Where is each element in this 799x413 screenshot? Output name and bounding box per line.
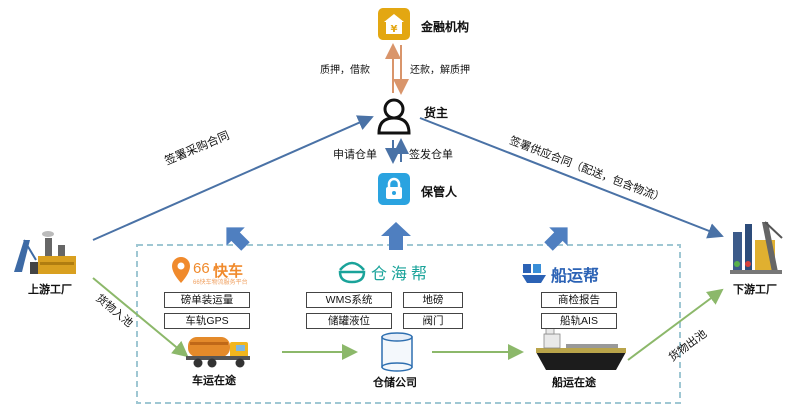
canghaibang-feature-wms: WMS系统 bbox=[306, 292, 392, 308]
issue-receipt-label: 签发仓单 bbox=[409, 149, 453, 161]
platform-border bbox=[136, 244, 681, 404]
arrow-purchase-contract bbox=[92, 115, 374, 241]
finance-institution-label: 金融机构 bbox=[421, 20, 470, 34]
big-arrow-chuanyunbang bbox=[544, 227, 568, 251]
upstream-factory-label: 上游工厂 bbox=[28, 284, 72, 296]
chuanyunbang-logo-text: 船运帮 bbox=[551, 268, 600, 285]
big-arrow-kuaiche bbox=[226, 227, 250, 251]
apply-receipt-label: 申请仓单 bbox=[333, 149, 377, 161]
kuaiche-logo-subtitle: 66快车物流服务平台 bbox=[193, 280, 248, 286]
tanker-ship-icon bbox=[536, 318, 626, 370]
custodian-lock-icon bbox=[378, 173, 410, 205]
svg-text:¥: ¥ bbox=[391, 24, 398, 35]
canghaibang-feature-valve: 阀门 bbox=[403, 313, 463, 329]
warehouse-company-label: 仓储公司 bbox=[373, 377, 417, 389]
kuaiche-logo-number: 66 bbox=[193, 260, 210, 277]
canghaibang-feature-tank-level: 储罐液位 bbox=[306, 313, 392, 329]
kuaiche-logo-icon bbox=[172, 257, 190, 283]
chuanyunbang-feature-ais: 船轨AIS bbox=[541, 313, 617, 329]
downstream-factory-icon bbox=[730, 221, 783, 274]
truck-transit-label: 车运在途 bbox=[192, 375, 236, 387]
kuaiche-feature-weighbill: 磅单装运量 bbox=[164, 292, 250, 308]
storage-tank-icon bbox=[381, 332, 413, 372]
upstream-factory-icon bbox=[14, 231, 76, 274]
repay-release-label: 还款，解质押 bbox=[410, 65, 470, 76]
tanker-truck-icon bbox=[186, 337, 250, 368]
owner-label: 货主 bbox=[424, 106, 449, 120]
kuaiche-feature-gps: 车轨GPS bbox=[164, 313, 250, 329]
downstream-factory-label: 下游工厂 bbox=[733, 284, 777, 296]
custodian-label: 保管人 bbox=[421, 185, 458, 199]
canghaibang-logo-text: 仓海帮 bbox=[371, 266, 432, 283]
arrow-goods-in bbox=[92, 277, 189, 358]
chuanyunbang-logo-icon bbox=[522, 264, 546, 283]
pledge-loan-label: 质押，借款 bbox=[320, 65, 370, 76]
arrow-goods-out bbox=[627, 288, 724, 361]
canghaibang-feature-weighbridge: 地磅 bbox=[403, 292, 463, 308]
owner-person-icon bbox=[377, 98, 411, 135]
ship-transit-label: 船运在途 bbox=[552, 377, 596, 389]
big-arrow-canghaibang bbox=[381, 222, 411, 250]
finance-institution-icon: ¥ bbox=[378, 8, 410, 40]
kuaiche-logo-text: 快车 bbox=[213, 263, 244, 280]
chuanyunbang-feature-inspection: 商检报告 bbox=[541, 292, 617, 308]
canghaibang-logo-icon bbox=[338, 261, 366, 284]
arrow-supply-contract bbox=[419, 117, 724, 239]
